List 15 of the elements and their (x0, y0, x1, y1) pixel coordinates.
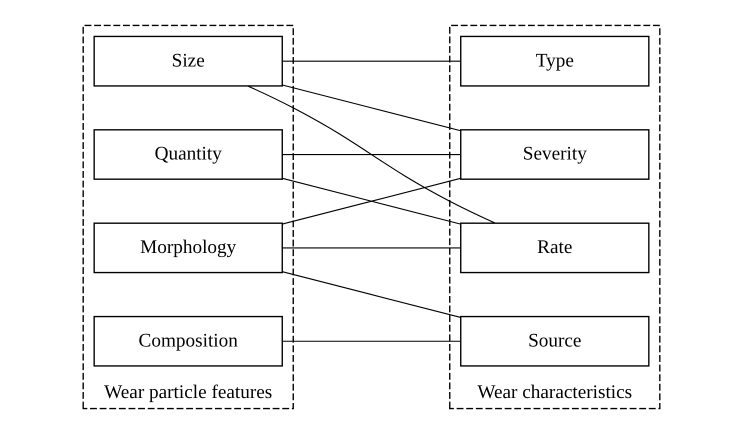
connector (282, 84, 460, 131)
node-box: Type (460, 35, 650, 86)
node-box: Size (93, 35, 283, 86)
node-box: Source (460, 315, 650, 366)
node-box: Quantity (93, 128, 283, 180)
connector (282, 340, 460, 342)
connector (282, 60, 460, 62)
connector (282, 153, 460, 155)
connector (247, 84, 496, 224)
node-box: Composition (93, 315, 283, 366)
connector (282, 246, 460, 248)
node-box: Rate (460, 222, 650, 273)
connector (282, 270, 460, 318)
node-box: Morphology (93, 222, 283, 273)
node-box: Severity (460, 128, 650, 180)
